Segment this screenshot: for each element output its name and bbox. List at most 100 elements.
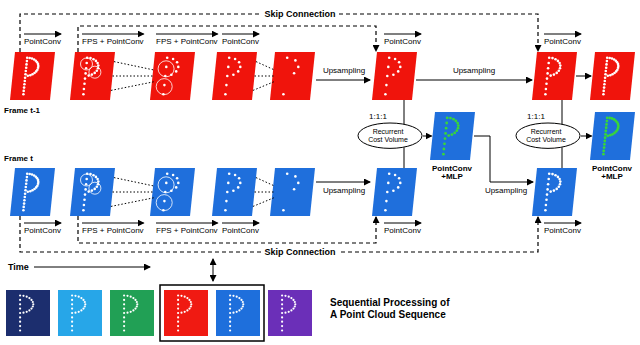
operation-arrow xyxy=(24,34,61,35)
point-dot xyxy=(455,120,458,123)
point-dot xyxy=(93,72,96,75)
point-dot xyxy=(281,299,283,301)
point-dot xyxy=(123,303,125,305)
point-dot xyxy=(190,305,192,307)
point-dot xyxy=(22,206,25,209)
point-cloud-frame xyxy=(372,168,417,216)
point-dot xyxy=(294,175,297,178)
point-dot xyxy=(26,173,29,176)
point-dot xyxy=(281,316,283,318)
point-dot xyxy=(398,177,401,180)
point-dot xyxy=(226,75,229,78)
point-dot xyxy=(188,308,190,310)
point-dot xyxy=(559,180,562,183)
point-dot xyxy=(224,209,227,212)
point-dot xyxy=(85,183,88,186)
point-dot xyxy=(84,72,87,75)
point-dot xyxy=(180,312,182,314)
feature-line xyxy=(562,147,563,168)
text-label: PointConv +MLP xyxy=(592,165,632,182)
point-dot xyxy=(29,190,32,193)
point-dot xyxy=(388,57,391,60)
point-dot xyxy=(24,80,27,83)
output-arrow xyxy=(423,136,432,137)
point-dot xyxy=(180,295,182,297)
point-dot xyxy=(84,303,86,305)
point-dot xyxy=(603,86,606,89)
upsampling-arrow xyxy=(316,182,370,183)
point-dot xyxy=(386,75,389,78)
point-dot xyxy=(71,303,73,305)
operation-arrow xyxy=(544,223,581,224)
point-dot xyxy=(226,191,229,194)
point-dot xyxy=(71,325,73,327)
point-dot xyxy=(294,301,296,303)
point-dot xyxy=(548,173,551,176)
text-label: PointConv xyxy=(544,226,581,235)
point-dot xyxy=(608,57,611,60)
point-dot xyxy=(224,93,227,96)
point-dot xyxy=(177,312,179,314)
point-dot xyxy=(384,209,387,212)
point-dot xyxy=(294,303,296,305)
point-dot xyxy=(95,176,98,179)
point-dot xyxy=(96,69,99,72)
point-dot xyxy=(25,182,28,185)
point-dot xyxy=(547,183,550,186)
point-dot xyxy=(293,188,296,191)
point-dot xyxy=(184,296,186,298)
point-dot xyxy=(176,177,179,180)
upsampling-arrow xyxy=(316,80,370,81)
point-dot xyxy=(130,296,132,298)
point-dot xyxy=(604,73,607,76)
point-dot xyxy=(292,299,294,301)
point-dot xyxy=(23,83,26,86)
grouping-line xyxy=(255,192,275,193)
point-dot xyxy=(546,188,549,191)
operation-arrow xyxy=(82,223,144,224)
point-dot xyxy=(19,316,21,318)
point-dot xyxy=(25,70,28,73)
text-label: 1:1:1 xyxy=(369,112,387,121)
point-dot xyxy=(554,174,557,177)
output-arrow xyxy=(581,136,592,137)
point-dot xyxy=(91,73,94,76)
point-dot xyxy=(236,311,238,313)
text-label: FPS + PointConv xyxy=(156,37,218,46)
point-dot xyxy=(449,117,452,120)
operation-arrow xyxy=(222,34,259,35)
point-dot xyxy=(84,301,86,303)
grouping-line xyxy=(114,178,155,187)
point-dot xyxy=(558,178,561,181)
point-dot xyxy=(394,174,397,177)
point-dot xyxy=(242,301,244,303)
point-dot xyxy=(385,200,388,203)
point-dot xyxy=(551,173,554,176)
point-dot xyxy=(190,301,192,303)
point-dot xyxy=(281,303,283,305)
point-dot xyxy=(237,186,240,189)
grouping-circle xyxy=(158,61,174,77)
current-window-box xyxy=(160,285,264,341)
point-dot xyxy=(83,199,86,202)
operation-arrow xyxy=(384,34,421,35)
point-dot xyxy=(553,73,556,76)
point-dot xyxy=(290,297,292,299)
point-dot xyxy=(184,311,186,313)
grouping-line xyxy=(253,82,274,91)
text-label: Sequential Processing of A Point Cloud S… xyxy=(330,297,454,320)
point-dot xyxy=(177,329,179,331)
text-label: PointConv xyxy=(24,37,61,46)
point-cloud-frame xyxy=(10,168,55,216)
ellipse-shape xyxy=(516,123,580,148)
skip-connection xyxy=(20,14,538,52)
point-cloud-frame xyxy=(150,52,195,100)
point-cloud-frame xyxy=(212,52,257,100)
point-dot xyxy=(82,299,84,301)
point-dot xyxy=(163,84,166,87)
point-dot xyxy=(83,88,86,91)
point-dot xyxy=(544,93,547,96)
point-dot xyxy=(29,74,32,77)
point-dot xyxy=(237,70,240,73)
